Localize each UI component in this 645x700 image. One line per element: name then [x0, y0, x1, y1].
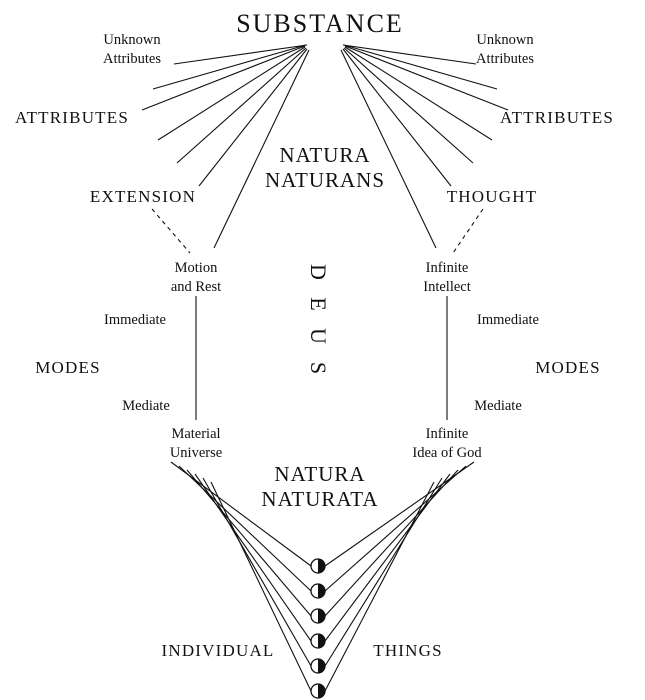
fan-line	[198, 48, 308, 187]
fan-line	[186, 469, 312, 617]
things-label: THINGS	[373, 641, 443, 660]
label-line: Attributes	[476, 51, 534, 67]
label-line: Material	[171, 426, 221, 442]
fan-line	[324, 481, 435, 692]
label-line: Universe	[169, 445, 223, 461]
right-attribute-fan	[340, 44, 509, 249]
label-line: Attributes	[103, 51, 161, 67]
label-line: Idea of God	[412, 445, 482, 461]
label-line: Intellect	[423, 279, 471, 295]
thought-mode-dashed-line	[452, 208, 484, 254]
label-line: Infinite	[425, 426, 469, 442]
fan-line	[344, 46, 493, 141]
extension-mode-dashed-line	[151, 208, 191, 254]
deus-letter: S	[305, 361, 331, 375]
fan-line	[141, 45, 306, 111]
label-line: and Rest	[170, 279, 222, 295]
left-attributes-label: ATTRIBUTES	[15, 108, 129, 127]
fan-line	[324, 473, 451, 642]
fan-line	[157, 46, 306, 141]
label-line: NATURATA	[261, 487, 379, 511]
fan-line	[342, 44, 477, 65]
fan-line	[324, 469, 459, 617]
deus-letter: U	[306, 328, 331, 344]
natura-naturans-label: NATURA NATURANS	[265, 143, 385, 193]
half-shaded-circle	[310, 658, 326, 674]
fan-line	[340, 49, 437, 249]
right-immediate-label: Immediate	[476, 312, 540, 328]
fan-line	[176, 47, 307, 164]
fan-line	[202, 477, 312, 667]
label-line: Motion	[174, 260, 218, 276]
label-line: Infinite	[425, 260, 469, 276]
label-line: NATURANS	[264, 168, 386, 192]
infinite-idea-of-god-label: Infinite Idea of God	[412, 425, 481, 463]
left-things-fan	[170, 461, 312, 692]
half-shaded-circle	[310, 558, 326, 574]
extension-label: EXTENSION	[89, 187, 197, 206]
right-mediate-label: Mediate	[474, 398, 522, 414]
deus-letter: E	[306, 297, 331, 311]
individual-label: INDIVIDUAL	[161, 641, 275, 660]
fan-line	[324, 477, 443, 667]
fan-line	[213, 49, 310, 249]
fan-line	[343, 47, 474, 164]
label-line: NATURA	[274, 462, 366, 486]
half-shaded-circle	[310, 608, 326, 624]
fan-line	[342, 48, 452, 187]
label-line: Unknown	[476, 32, 534, 48]
fan-line	[343, 44, 498, 90]
right-modes-label: MODES	[535, 358, 601, 377]
infinite-intellect-label: Infinite Intellect	[423, 259, 471, 297]
fan-line	[173, 44, 308, 65]
label-line: Unknown	[103, 32, 161, 48]
label-line: NATURA	[279, 143, 371, 167]
substance-label: SUBSTANCE	[236, 9, 404, 38]
motion-and-rest-label: Motion and Rest	[171, 259, 221, 297]
material-universe-label: Material Universe	[170, 425, 222, 463]
left-attribute-fan	[141, 44, 310, 249]
deus-letter: D	[306, 264, 331, 280]
fan-line	[344, 45, 509, 111]
left-unknown-attributes-label: Unknown Attributes	[103, 31, 161, 69]
half-shaded-circle	[310, 633, 326, 649]
fan-line	[210, 481, 312, 692]
natura-naturata-label: NATURA NATURATA	[261, 462, 378, 512]
right-things-fan	[324, 461, 475, 692]
right-unknown-attributes-label: Unknown Attributes	[476, 31, 534, 69]
right-attributes-label: ATTRIBUTES	[500, 108, 614, 127]
fan-line	[152, 44, 307, 90]
fan-line	[194, 473, 312, 642]
half-shaded-circle	[310, 683, 326, 699]
left-immediate-label: Immediate	[103, 312, 167, 328]
left-mediate-label: Mediate	[122, 398, 170, 414]
half-shaded-circle	[310, 583, 326, 599]
thought-label: THOUGHT	[446, 187, 538, 206]
individual-things-circles	[310, 558, 326, 699]
left-modes-label: MODES	[35, 358, 101, 377]
deus-vertical-label: D E U S	[306, 260, 331, 380]
